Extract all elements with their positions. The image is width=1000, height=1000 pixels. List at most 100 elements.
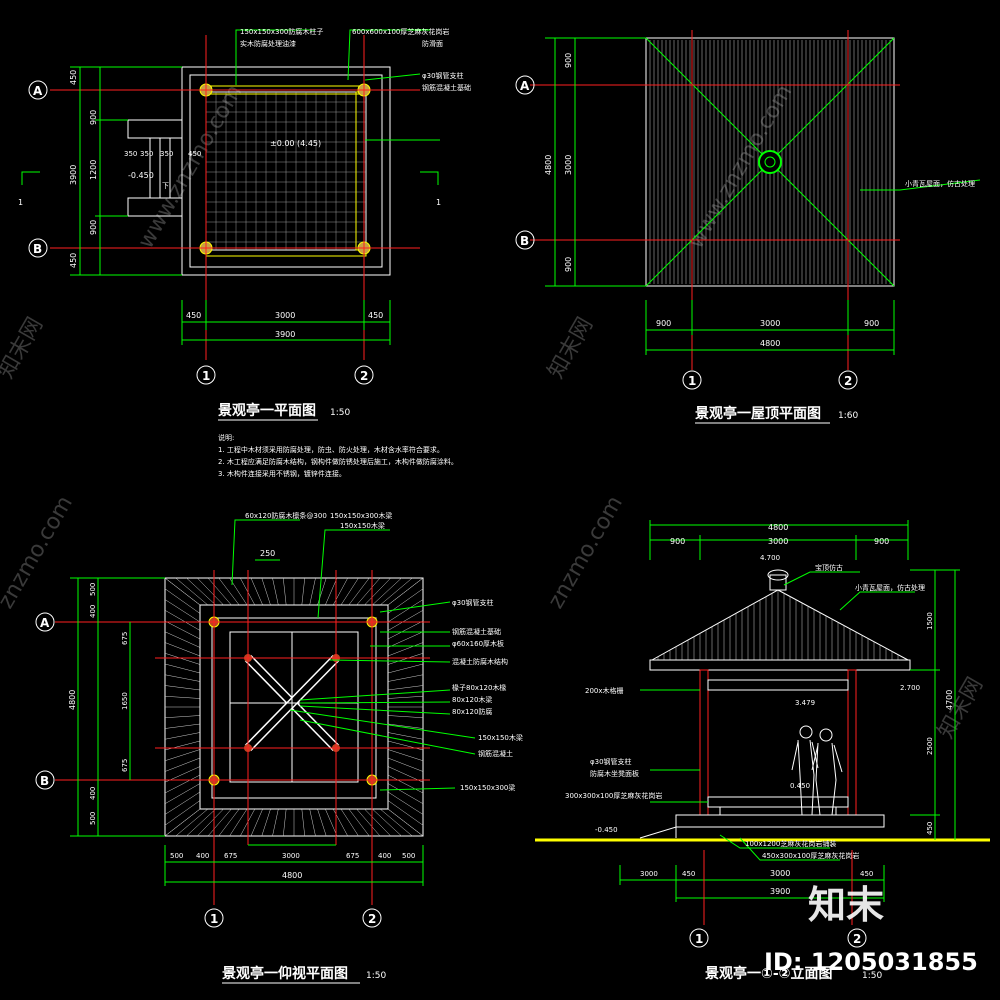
drawing-scale: 1:50: [862, 971, 882, 981]
dim-text: 450: [69, 253, 78, 268]
axis-label: 1: [210, 912, 218, 926]
annotation: φ30钢管支柱: [422, 71, 464, 80]
annotation: 150x150木梁: [340, 521, 385, 530]
leader-line: [317, 529, 390, 619]
ceiling-plan-drawing: 250 500 400 675 3000 675 400 500 4800 50…: [35, 511, 523, 984]
floor-tile-grid: [206, 92, 366, 250]
dim-text: 4800: [760, 339, 780, 348]
annotation: φ60x160厚木板: [452, 639, 504, 648]
hatch-line: [261, 808, 271, 837]
hatch-line: [164, 610, 201, 631]
hatch-line: [164, 642, 201, 657]
hatch-line: [164, 685, 201, 691]
axis-bubble: [515, 75, 535, 95]
hatch-line: [340, 808, 359, 837]
axis-label: B: [520, 234, 529, 248]
roof-tile-lines: [649, 40, 891, 284]
axis-bubble: [515, 230, 535, 250]
annotation: φ30钢管支柱: [590, 757, 632, 766]
hatch-line: [325, 808, 338, 837]
dim-text: 900: [564, 53, 573, 68]
hatch-line: [372, 577, 402, 606]
axis-bubble: [35, 612, 55, 632]
roof-plan-drawing: 900 3000 900 4800 900 3000 900 4800 小青瓦屋…: [515, 30, 981, 424]
dim-text: 3000: [275, 311, 295, 320]
dim-text: 675: [121, 632, 129, 645]
hatch-line: [379, 787, 456, 791]
height-mark: 4.700: [760, 554, 780, 562]
annotation: φ30钢管支柱: [452, 598, 494, 607]
hatch-line: [387, 791, 424, 815]
hatch-line: [387, 599, 424, 623]
hatch-line: [387, 620, 424, 640]
axis-label: 1: [688, 374, 696, 388]
axis-label: 1: [695, 932, 703, 946]
dim-text: 450: [368, 311, 383, 320]
hatch-line: [164, 631, 201, 648]
plan-drawing: 1 1 450 3000 450 3900 450 900 1200 900 4…: [18, 27, 471, 421]
axis-bubble: [362, 908, 382, 928]
axis-bubble: [847, 928, 867, 948]
column: [699, 669, 709, 816]
watermark: znzmo.com: [544, 492, 628, 613]
annotation: 200x木格栅: [585, 686, 624, 695]
hatch-line: [299, 705, 451, 715]
dim-text: 500: [170, 852, 183, 860]
dim-text: 500: [89, 583, 97, 596]
watermark: 知末网: [0, 313, 48, 383]
hatch-line: [229, 808, 248, 837]
annotation: 防滑面: [422, 39, 443, 48]
dim-text: 4800: [544, 155, 553, 175]
column: [847, 669, 857, 816]
section-label: 1: [436, 198, 441, 207]
dim-text: 500: [402, 852, 415, 860]
hatch-line: [164, 808, 201, 837]
hatch-line: [164, 800, 201, 826]
hatch-line: [387, 774, 424, 794]
lintel: [707, 679, 849, 691]
dim-text: 2500: [926, 737, 934, 755]
hatch-line: [164, 757, 201, 772]
hatch-line: [329, 659, 451, 663]
drawing-title: 景观亭一屋顶平面图: [695, 405, 821, 422]
dim-text: 900: [564, 257, 573, 272]
axis-label: 2: [368, 912, 376, 926]
axis-label: B: [33, 242, 42, 256]
leader-line: [719, 834, 830, 849]
annotation: 600x600x100厚芝麻灰花岗岩: [352, 27, 449, 36]
dim-text: 675: [346, 852, 359, 860]
annotation-leaders: [289, 601, 476, 791]
hatch-line: [301, 808, 305, 837]
hatch-line: [299, 701, 451, 704]
hatch-line: [164, 653, 201, 665]
dim-text: 450: [186, 311, 201, 320]
dim-text: 450: [682, 870, 695, 878]
hatch-line: [164, 663, 201, 674]
hatch-line: [387, 783, 424, 804]
hatch-line: [164, 599, 201, 623]
section-mark: [21, 171, 40, 185]
annotation: 小青瓦屋面，仿古处理: [855, 583, 925, 592]
axis-label: 2: [844, 374, 852, 388]
annotation: 450x300x100厚芝麻灰花岗岩: [762, 851, 859, 860]
height-mark: 0.450: [790, 782, 810, 790]
hatch-line: [309, 808, 316, 837]
annotation: 150x150x300防腐木柱子: [240, 27, 323, 36]
annotation: 150x150木梁: [478, 733, 523, 742]
hatch-line: [364, 577, 391, 606]
elevation-drawing: 900 3000 900 4800 3000 450 3000 450 3900…: [535, 520, 990, 982]
hatch-line: [218, 577, 240, 606]
watermark: 知末网: [544, 313, 599, 383]
hatch-line: [309, 577, 316, 606]
hatch-line: [289, 709, 476, 739]
leader-line: [839, 591, 915, 611]
roof-finial: [769, 574, 787, 591]
hatch-line: [164, 791, 201, 815]
dim-text: 675: [224, 852, 237, 860]
dim-text: 250: [260, 549, 275, 558]
axis-bubble: [28, 238, 48, 258]
roof-outline: [645, 37, 895, 287]
dim-text: 450: [926, 822, 934, 835]
drawing-title: 景观亭一仰视平面图: [222, 965, 348, 982]
